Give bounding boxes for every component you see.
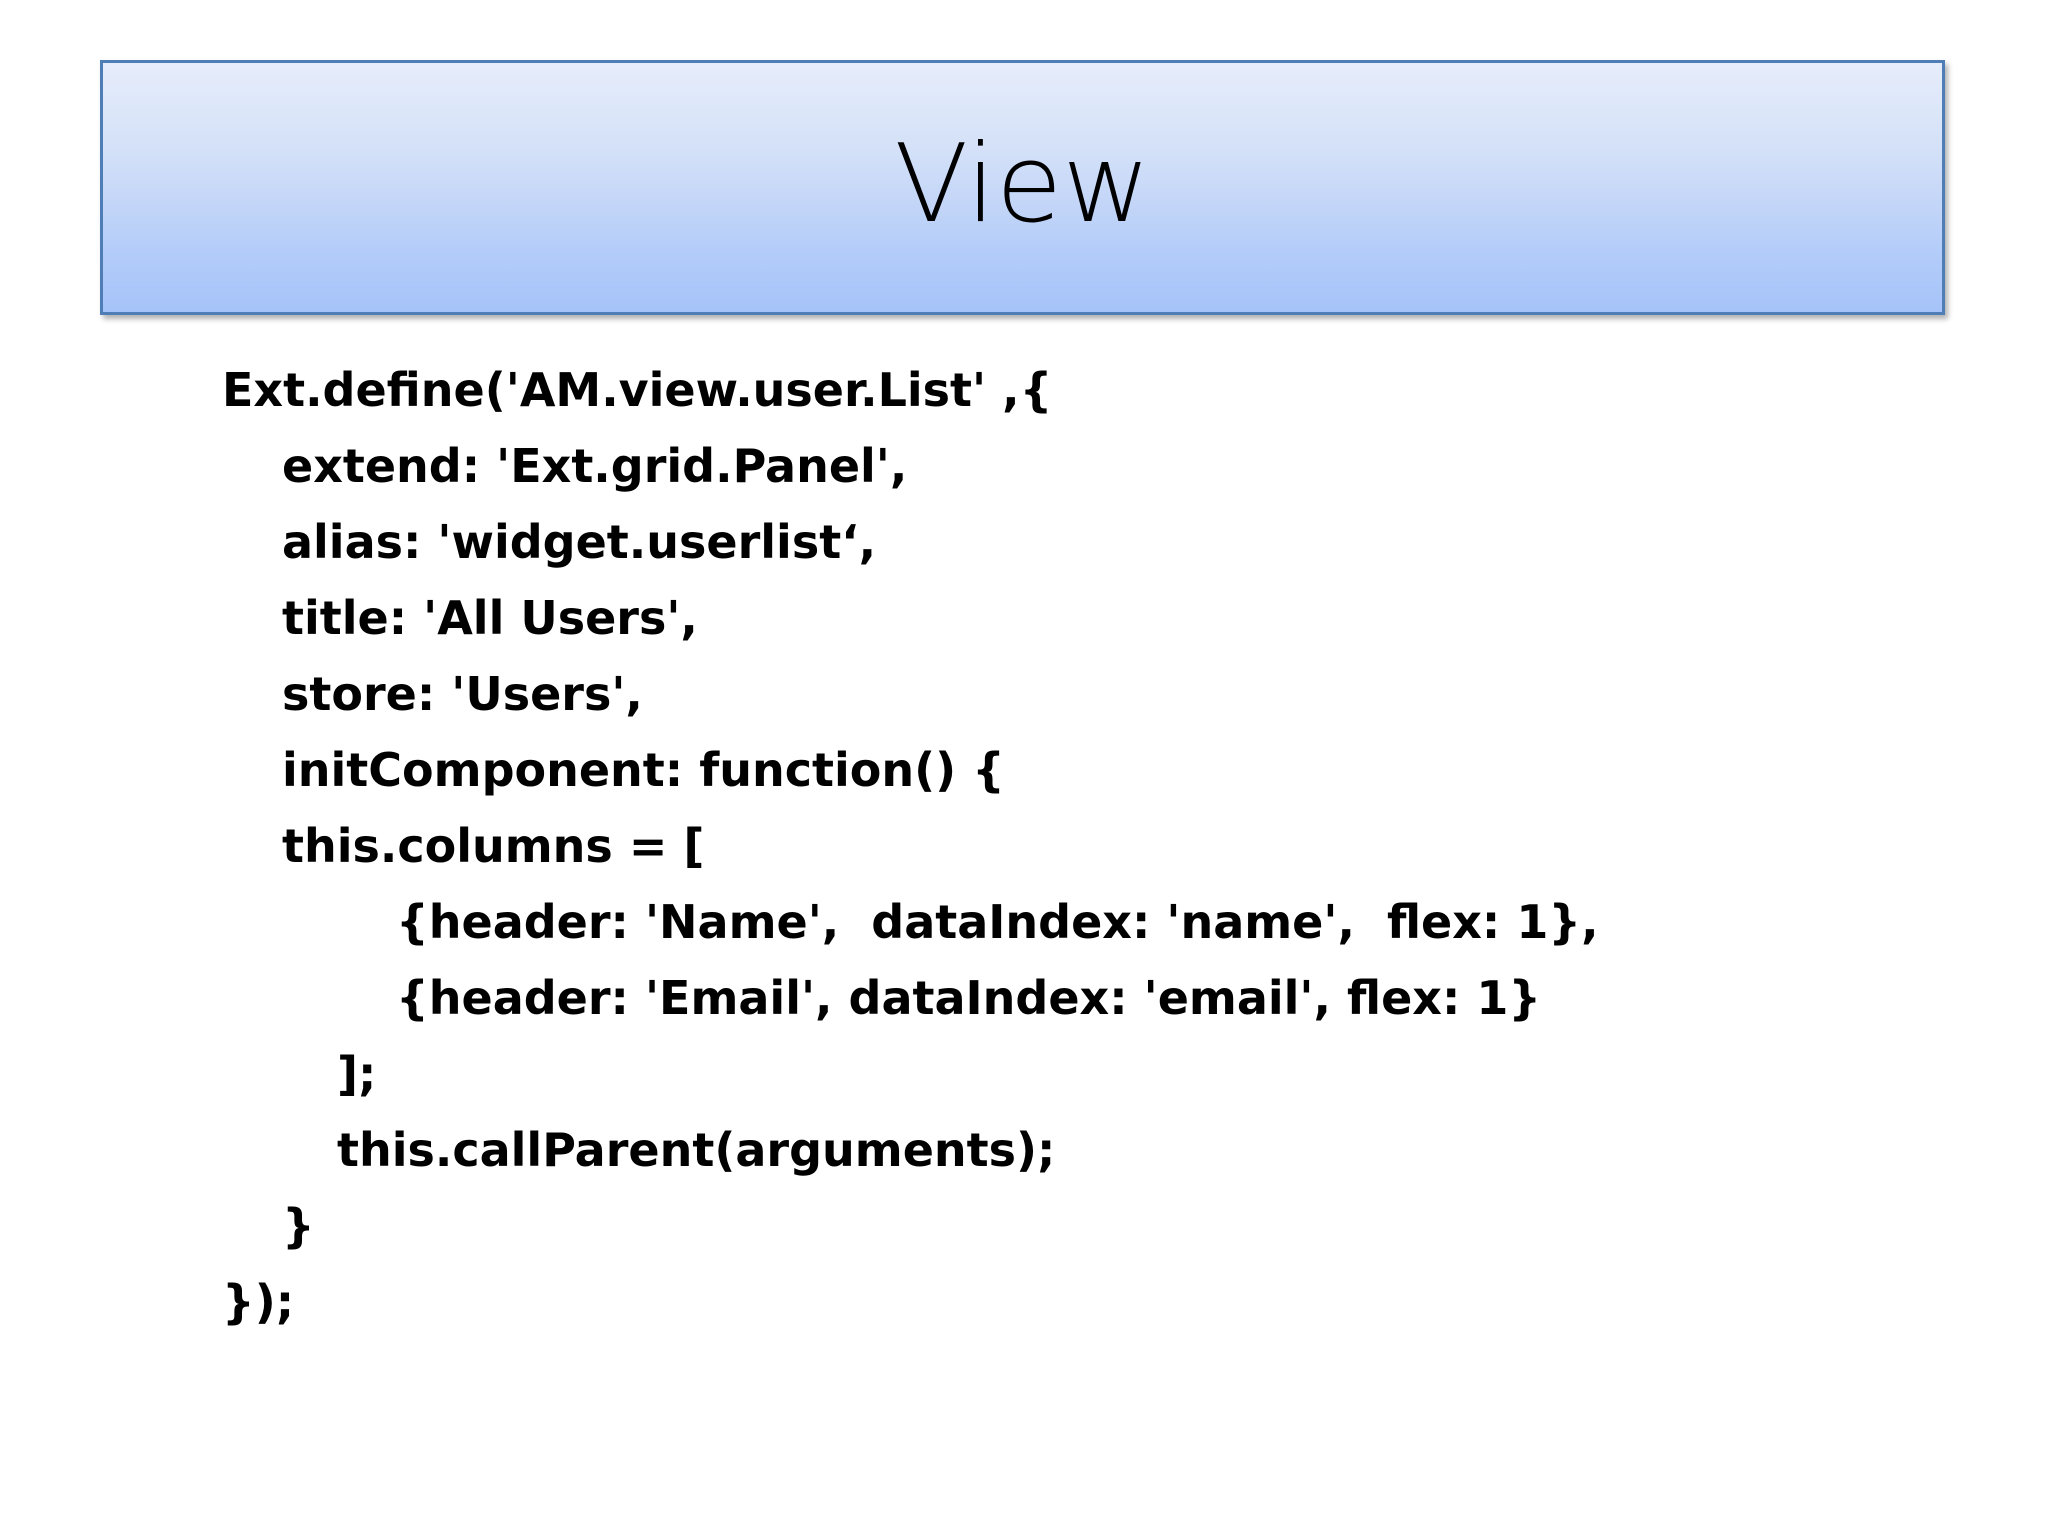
code-line: extend: 'Ext.grid.Panel', — [282, 439, 908, 493]
code-line: Ext.define('AM.view.user.List' ,{ — [222, 363, 1053, 417]
code-line: this.columns = [ — [282, 819, 705, 873]
code-line: this.callParent(arguments); — [337, 1123, 1056, 1177]
code-line: initComponent: function() { — [282, 743, 1005, 797]
slide-title-box: View — [100, 60, 1945, 315]
code-line: } — [282, 1199, 315, 1253]
code-line: }); — [222, 1275, 295, 1329]
code-line: alias: 'widget.userlist‘, — [282, 515, 877, 569]
page-title: View — [894, 121, 1151, 247]
code-line: title: 'All Users', — [282, 591, 698, 645]
code-line: {header: 'Name', dataIndex: 'name', flex… — [396, 895, 1599, 949]
code-line: ]; — [337, 1047, 377, 1101]
code-line: {header: 'Email', dataIndex: 'email', fl… — [396, 971, 1542, 1025]
code-block: Ext.define('AM.view.user.List' ,{ extend:… — [0, 352, 2048, 1340]
code-line: store: 'Users', — [282, 667, 643, 721]
